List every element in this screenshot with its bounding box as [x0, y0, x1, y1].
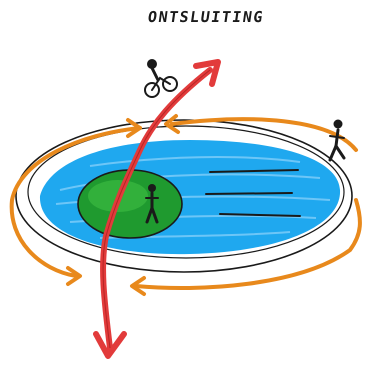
cyclist-icon [145, 60, 177, 97]
